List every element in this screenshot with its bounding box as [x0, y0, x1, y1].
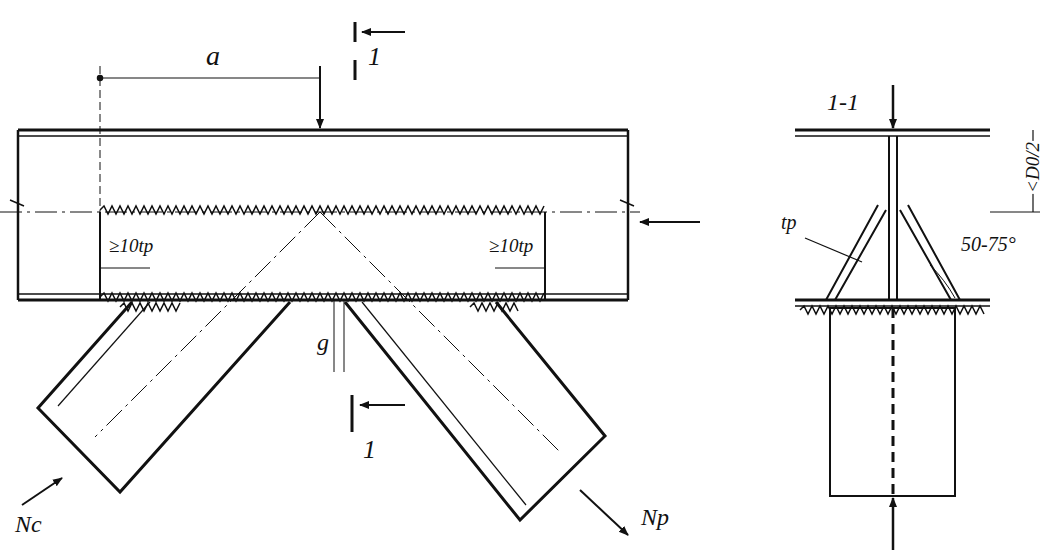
weld-seam	[100, 206, 544, 214]
weld-seam	[100, 293, 544, 301]
dimension-label: <D0/2	[1023, 141, 1042, 194]
thickness-label: tp	[780, 212, 798, 232]
angle-label: 50-75°	[960, 234, 1017, 254]
gap-label: g	[316, 330, 330, 354]
dimension-label: a	[205, 42, 221, 70]
section-mark: 1	[367, 44, 382, 70]
weld-seam	[120, 303, 180, 311]
weld-length-label: ≥10tp	[108, 236, 154, 255]
section-mark: 1	[362, 437, 377, 463]
force-label: Nc	[14, 512, 43, 536]
weld-seam	[470, 303, 518, 311]
section-title: 1-1	[826, 90, 860, 114]
weld-seam	[800, 306, 984, 314]
weld-length-label: ≥10tp	[488, 236, 534, 255]
force-label: Np	[640, 505, 670, 529]
